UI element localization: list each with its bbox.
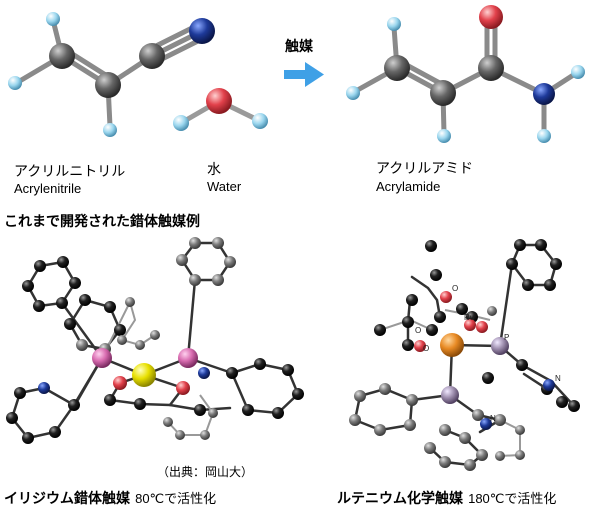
water-molecule bbox=[173, 88, 268, 131]
product-name-en: Acrylamide bbox=[376, 179, 441, 194]
iridium-catalyst-caption: イリジウム錯体触媒 80℃で活性化 bbox=[4, 490, 216, 506]
catalyst-condition: 180℃で活性化 bbox=[468, 491, 557, 506]
carbon-atom bbox=[384, 55, 410, 81]
hydrogen-atom bbox=[437, 129, 451, 143]
acrylonitrile-molecule bbox=[8, 12, 215, 137]
phosphorus-label: P bbox=[504, 333, 509, 342]
hydrogen-atom bbox=[571, 65, 585, 79]
iridium-complex-molecule bbox=[6, 237, 304, 444]
catalyst-condition: 80℃で活性化 bbox=[135, 491, 217, 506]
nitrogen-atom bbox=[533, 83, 555, 105]
hydrogen-atom bbox=[8, 76, 22, 90]
carbon-atom bbox=[49, 43, 75, 69]
section-heading: これまで開発された錯体触媒例 bbox=[4, 214, 200, 230]
hydrogen-atom bbox=[103, 123, 117, 137]
product-name-ja: アクリルアミド bbox=[376, 161, 474, 177]
reactant1-name-en: Acrylenitrile bbox=[14, 181, 82, 196]
carbon-atom bbox=[430, 80, 456, 106]
nitrogen-label: N bbox=[555, 374, 561, 383]
catalyst-name: イリジウム錯体触媒 bbox=[4, 491, 130, 507]
oxygen-label: O bbox=[423, 344, 429, 353]
oxygen-atom bbox=[479, 5, 503, 29]
hydrogen-atom bbox=[252, 113, 268, 129]
hydrogen-atom bbox=[46, 12, 60, 26]
reactant2-name-en: Water bbox=[207, 179, 242, 194]
hydrogen-atom bbox=[173, 115, 189, 131]
nitrogen-label: N bbox=[490, 414, 496, 423]
carbon-atom bbox=[139, 43, 165, 69]
nitrogen-atom bbox=[189, 18, 215, 44]
oxygen-label: O bbox=[452, 284, 458, 293]
ruthenium-complex-molecule: O O O Ru P N N bbox=[349, 239, 580, 471]
ruthenium-catalyst-caption: ルテニウム化学触媒 180℃で活性化 bbox=[337, 490, 556, 506]
catalyst-name: ルテニウム化学触媒 bbox=[337, 491, 463, 507]
reaction-arrow bbox=[284, 62, 324, 87]
catalyst-label: 触媒 bbox=[285, 39, 313, 55]
acrylamide-molecule bbox=[346, 5, 585, 143]
reactant1-name-ja: アクリルニトリル bbox=[14, 164, 126, 180]
carbon-atom bbox=[95, 72, 121, 98]
oxygen-atom bbox=[206, 88, 232, 114]
ruthenium-label: Ru bbox=[464, 313, 474, 322]
hydrogen-atom bbox=[387, 17, 401, 31]
oxygen-label: O bbox=[415, 326, 421, 335]
carbon-atom bbox=[478, 55, 504, 81]
hydrogen-atom bbox=[537, 129, 551, 143]
source-note: （出典：岡山大） bbox=[157, 465, 254, 479]
reactant2-name-ja: 水 bbox=[207, 162, 221, 178]
hydrogen-atom bbox=[346, 86, 360, 100]
